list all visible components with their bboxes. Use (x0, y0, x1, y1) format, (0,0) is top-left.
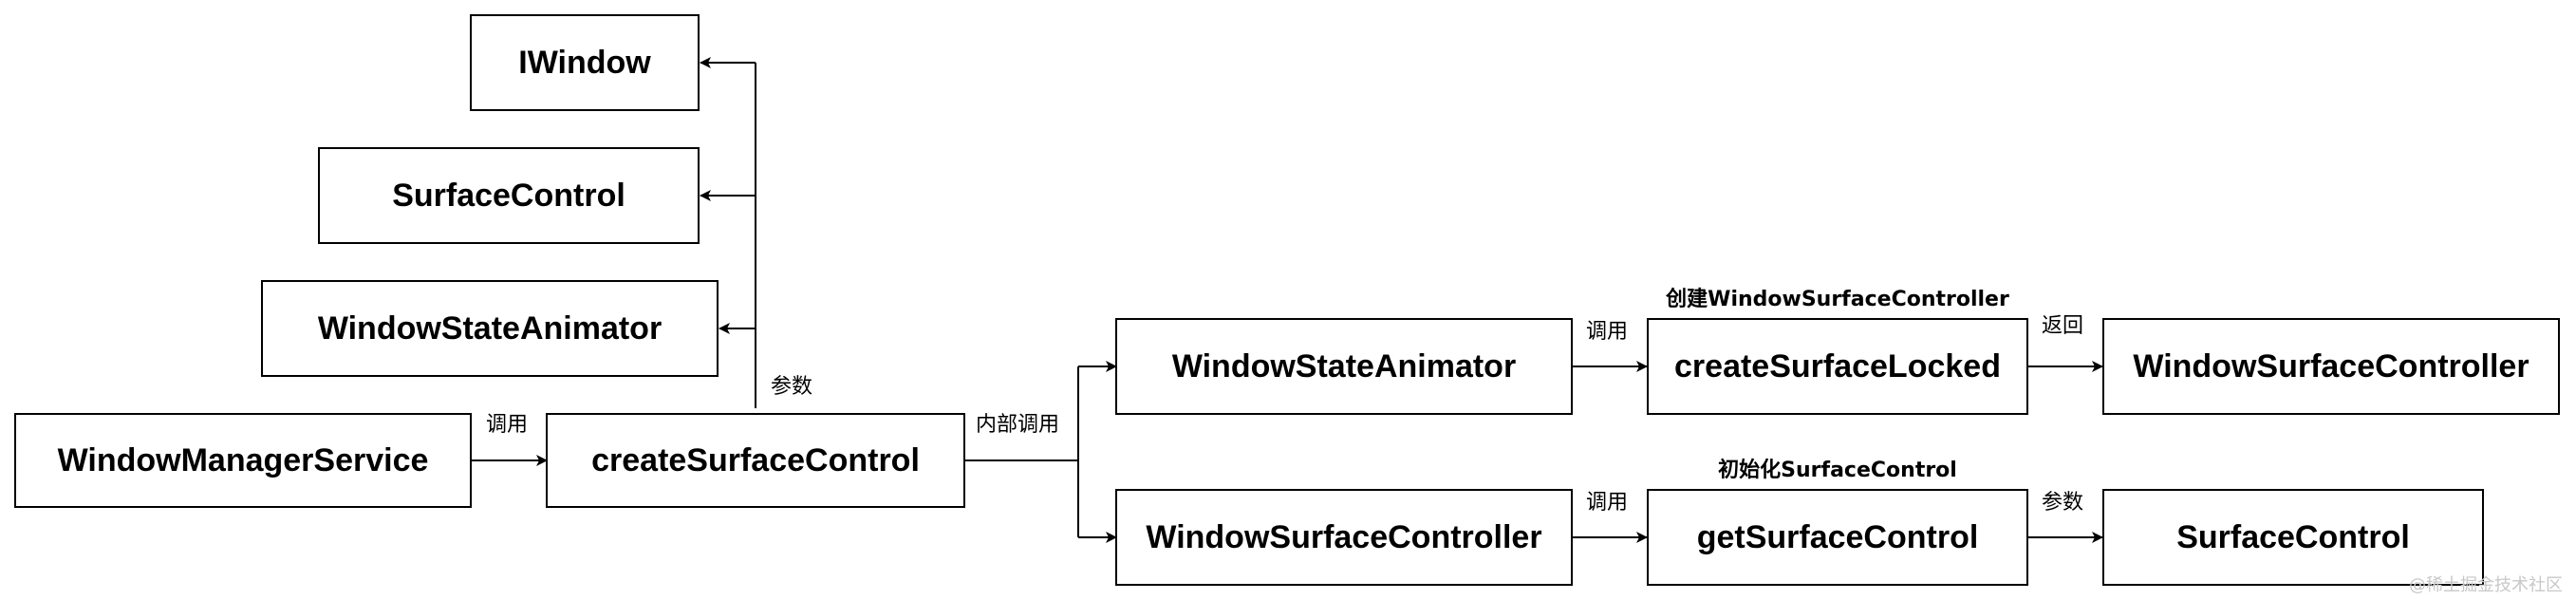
edges (472, 57, 2103, 543)
title-create-window-surface-controller: 创建WindowSurfaceController (1665, 288, 2009, 311)
title-init-surface-control: 初始化SurfaceControl (1718, 458, 1957, 482)
edge-label-return: 返回 (2042, 314, 2083, 338)
node-windowsurfacecontroller-result-label: WindowSurfaceController (2133, 348, 2529, 384)
node-windowmanagerservice-label: WindowManagerService (58, 442, 429, 478)
node-windowsurfacecontroller-result: WindowSurfaceController (2102, 318, 2560, 415)
node-surfacecontrol-result-label: SurfaceControl (2176, 519, 2410, 555)
node-iwindow-label: IWindow (518, 45, 651, 81)
edge-label-call-wms: 调用 (486, 413, 528, 437)
node-createsurfacelocked: createSurfaceLocked (1647, 318, 2028, 415)
node-iwindow: IWindow (470, 14, 700, 111)
edge-internal-call-trunk (964, 366, 1079, 537)
node-windowsurfacecontroller: WindowSurfaceController (1115, 489, 1573, 586)
node-surfacecontrol-param-label: SurfaceControl (392, 178, 625, 214)
edge-label-call-bottom: 调用 (1586, 491, 1628, 515)
node-windowstateanimator-param: WindowStateAnimator (261, 280, 719, 377)
node-getsurfacecontrol: getSurfaceControl (1647, 489, 2028, 586)
edge-label-params: 参数 (771, 375, 812, 399)
node-windowmanagerservice: WindowManagerService (14, 413, 472, 508)
node-surfacecontrol-param: SurfaceControl (318, 147, 700, 244)
node-windowstateanimator-label: WindowStateAnimator (1172, 348, 1516, 384)
node-windowstateanimator-param-label: WindowStateAnimator (318, 310, 662, 347)
node-createsurfacelocked-label: createSurfaceLocked (1674, 348, 2001, 384)
node-surfacecontrol-result: SurfaceControl (2102, 489, 2484, 586)
edge-label-call-top: 调用 (1586, 320, 1628, 344)
node-windowsurfacecontroller-label: WindowSurfaceController (1146, 519, 1541, 555)
node-getsurfacecontrol-label: getSurfaceControl (1697, 519, 1979, 555)
edge-label-param-bottom: 参数 (2042, 491, 2083, 515)
node-createsurfacecontrol-label: createSurfaceControl (591, 442, 920, 478)
watermark-text: @稀土掘金技术社区 (2409, 575, 2563, 595)
edge-label-internal-call: 内部调用 (976, 413, 1059, 437)
node-windowstateanimator: WindowStateAnimator (1115, 318, 1573, 415)
node-createsurfacecontrol: createSurfaceControl (546, 413, 965, 508)
